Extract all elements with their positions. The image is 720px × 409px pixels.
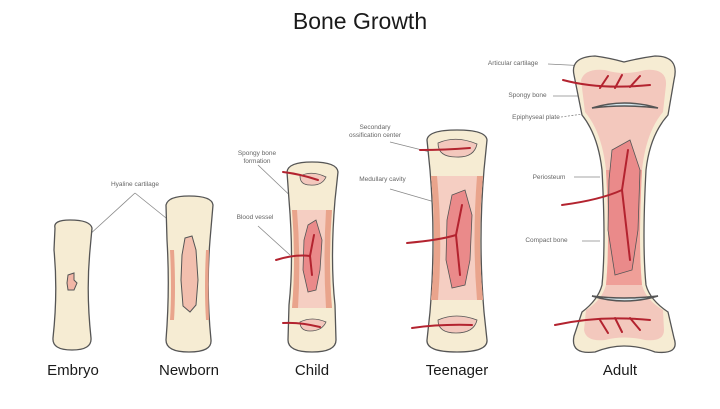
label-line: Secondary <box>359 124 391 131</box>
label-secondary-ossification-center: Secondary ossification center <box>340 124 410 140</box>
label-line: Spongy bone <box>237 150 277 157</box>
newborn-bone <box>165 195 214 353</box>
label-spongy-bone: Spongy bone <box>508 92 547 99</box>
label-medullary-cavity: Medullary cavity <box>359 176 406 183</box>
label-articular-cartilage: Articular cartilage <box>487 60 539 67</box>
child-bone <box>275 161 339 353</box>
label-blood-vessel: Blood vessel <box>236 214 274 221</box>
embryo-bone <box>52 219 93 351</box>
stage-label-adult: Adult <box>602 362 638 379</box>
label-compact-bone: Compact bone <box>525 237 568 244</box>
label-spongy-bone-formation: Spongy bone formation <box>222 150 292 166</box>
stage-label-child: Child <box>294 362 330 379</box>
label-line: formation <box>243 158 271 165</box>
label-hyaline-cartilage: Hyaline cartilage <box>110 181 160 188</box>
label-epiphyseal-plate: Epiphyseal plate <box>512 114 560 121</box>
label-periosteum: Periosteum <box>532 174 566 181</box>
leader-lines <box>87 63 600 256</box>
stage-label-teenager: Teenager <box>425 362 489 379</box>
teenager-bone <box>406 129 488 353</box>
stage-label-newborn: Newborn <box>158 362 220 379</box>
stage-label-embryo: Embryo <box>47 362 99 379</box>
diagram-title: Bone Growth <box>292 8 428 34</box>
label-line: ossification center <box>348 132 402 139</box>
adult-bone <box>554 55 676 354</box>
